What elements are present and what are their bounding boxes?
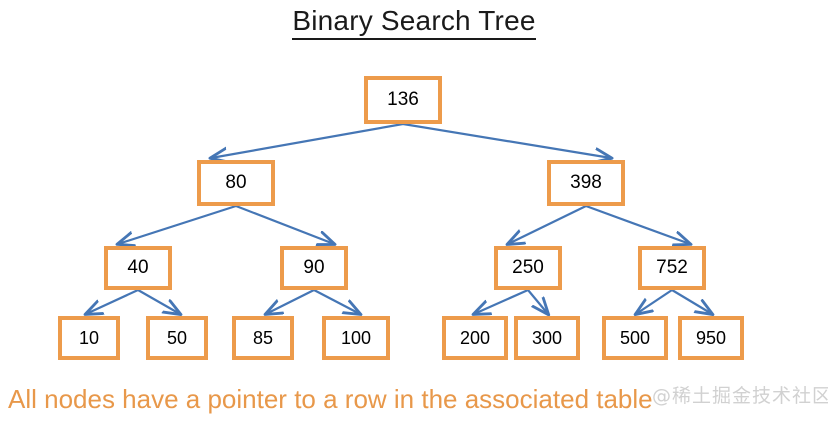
caption-text: All nodes have a pointer to a row in the… (8, 384, 653, 414)
tree-node-250: 250 (494, 246, 562, 290)
tree-node-label: 136 (387, 89, 419, 110)
tree-edge-n136-to-n80 (211, 122, 404, 158)
tree-node-752: 752 (638, 246, 706, 290)
tree-node-label: 752 (656, 257, 688, 278)
tree-node-label: 950 (695, 327, 727, 348)
tree-node-50: 50 (146, 316, 208, 360)
tree-node-80: 80 (197, 160, 275, 206)
tree-node-200: 200 (442, 316, 508, 360)
page-title: Binary Search Tree (0, 4, 828, 40)
tree-edge-n398-to-n250 (508, 205, 587, 244)
tree-node-label: 90 (303, 257, 325, 278)
tree-node-label: 250 (512, 257, 544, 278)
tree-node-label: 10 (78, 327, 100, 348)
tree-edge-n40-to-n50 (137, 289, 180, 314)
watermark-label: @稀土掘金技术社区 (652, 385, 828, 407)
tree-edge-n40-to-n10 (86, 289, 139, 314)
tree-node-label: 398 (570, 172, 602, 193)
tree-node-136: 136 (364, 76, 442, 124)
tree-node-label: 100 (340, 327, 372, 348)
tree-node-100: 100 (322, 316, 390, 360)
tree-node-398: 398 (547, 160, 625, 206)
tree-node-300: 300 (514, 316, 580, 360)
tree-node-950: 950 (678, 316, 744, 360)
tree-node-85: 85 (232, 316, 294, 360)
tree-node-40: 40 (104, 246, 172, 290)
tree-node-label: 300 (531, 327, 563, 348)
tree-node-500: 500 (602, 316, 668, 360)
tree-edge-n80-to-n40 (118, 204, 237, 244)
tree-edge-n250-to-n300 (527, 289, 548, 314)
tree-edge-n752-to-n950 (671, 289, 712, 314)
tree-edge-n398-to-n752 (585, 204, 690, 244)
page-title-text: Binary Search Tree (292, 5, 536, 40)
tree-node-label: 500 (619, 327, 651, 348)
tree-edge-n752-to-n500 (636, 289, 673, 314)
tree-edge-n90-to-n85 (266, 289, 315, 314)
tree-node-90: 90 (280, 246, 348, 290)
tree-edge-n136-to-n398 (402, 122, 611, 158)
tree-node-label: 80 (225, 172, 247, 193)
tree-edge-n90-to-n100 (313, 289, 360, 314)
tree-edge-n250-to-n200 (474, 288, 529, 314)
tree-edge-n80-to-n90 (235, 204, 334, 244)
tree-node-label: 40 (127, 257, 149, 278)
tree-node-10: 10 (58, 316, 120, 360)
tree-edge-group (86, 122, 712, 314)
tree-node-label: 200 (459, 327, 491, 348)
tree-node-label: 50 (166, 327, 188, 348)
tree-node-label: 85 (252, 327, 274, 348)
